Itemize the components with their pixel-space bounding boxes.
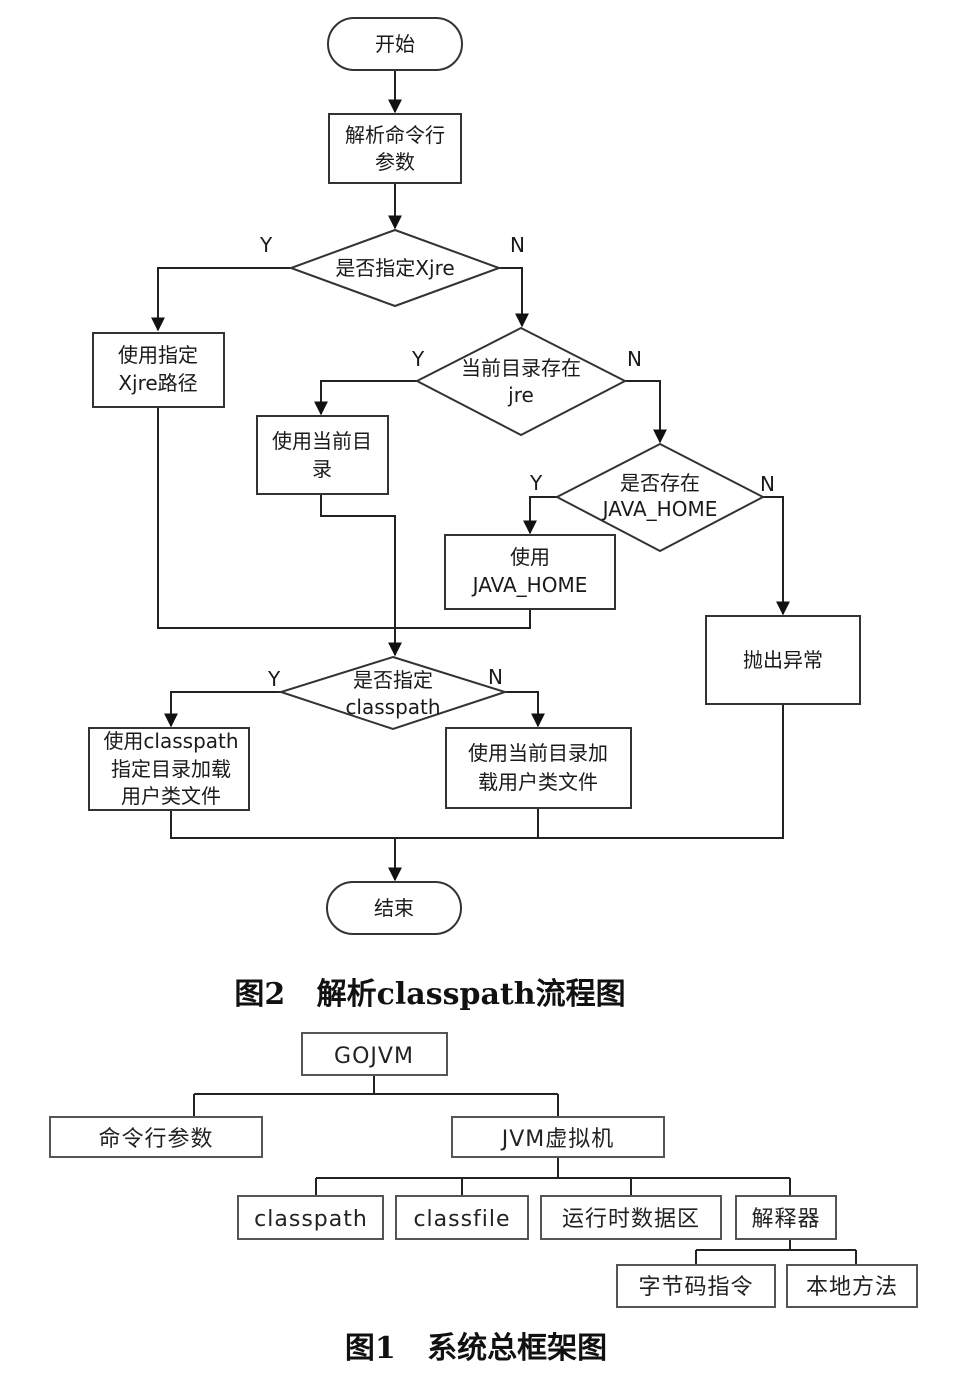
decision-java-home-line2: JAVA_HOME [601, 497, 718, 521]
parse-label-line1: 解析命令行 [345, 123, 445, 147]
use-java-home-box: 使用 JAVA_HOME [444, 534, 616, 610]
classpath-node: classpath [237, 1195, 384, 1240]
bytecode-label: 字节码指令 [638, 1275, 753, 1300]
decision-java-home-line1: 是否存在 [620, 471, 700, 495]
classpath-yes-label: Y [267, 667, 281, 691]
gojvm-label: GOJVM [334, 1044, 414, 1069]
runtime-data-node: 运行时数据区 [540, 1195, 722, 1240]
decision-classpath: 是否指定 classpath [277, 655, 509, 731]
use-xjre-box: 使用指定 Xjre路径 [92, 332, 225, 408]
native-method-node: 本地方法 [786, 1264, 918, 1308]
parse-args-box: 解析命令行 参数 [328, 113, 462, 184]
interpreter-node: 解释器 [735, 1195, 837, 1240]
use-cp-line1: 使用classpath [103, 729, 238, 753]
flowchart: 开始 解析命令行 参数 是否指定Xjre Y N 使用指定 Xjre路径 当前目… [88, 17, 861, 1012]
figure2-caption: 图2 解析classpath流程图 [234, 977, 625, 1012]
end-terminal: 结束 [326, 881, 462, 935]
line-merge-bottom [170, 704, 784, 839]
arrow-javahome-no [763, 496, 790, 616]
line-merge-left [157, 407, 531, 629]
interpreter-label: 解释器 [751, 1207, 820, 1232]
native-method-label: 本地方法 [806, 1275, 898, 1300]
arrow-curjre-yes [314, 380, 417, 416]
tree-connectors [193, 1075, 857, 1265]
use-current-line2: 录 [312, 457, 332, 481]
curjre-no-label: N [627, 347, 642, 371]
decision-classpath-line1: 是否指定 [353, 668, 433, 692]
cli-args-node: 命令行参数 [49, 1116, 263, 1158]
use-classpath-dir-box: 使用classpath 指定目录加载 用户类文件 [88, 727, 250, 811]
use-xjre-line1: 使用指定 [118, 343, 198, 367]
bytecode-node: 字节码指令 [616, 1264, 776, 1308]
jvm-label: JVM虚拟机 [500, 1127, 615, 1152]
flow-connectors [151, 70, 790, 882]
runtime-data-label: 运行时数据区 [562, 1207, 700, 1232]
end-label: 结束 [374, 896, 414, 920]
decision-current-jre-line1: 当前目录存在 [461, 356, 581, 380]
decision-xjre-label: 是否指定Xjre [335, 256, 454, 280]
arrow-merge-classpath [320, 494, 402, 657]
use-java-home-line2: JAVA_HOME [471, 573, 588, 597]
cli-args-label: 命令行参数 [98, 1127, 213, 1152]
classfile-node: classfile [395, 1195, 529, 1240]
arrow-classpath-no [505, 691, 545, 728]
curjre-yes-label: Y [411, 347, 425, 371]
decision-current-jre: 当前目录存在 jre [414, 326, 628, 437]
use-current-line1: 使用当前目 [272, 429, 372, 453]
arrow-xjre-no [499, 267, 529, 328]
use-java-home-line1: 使用 [510, 545, 550, 569]
use-current-dir-load-box: 使用当前目录加 载用户类文件 [445, 727, 632, 809]
use-cp-line3: 用户类文件 [121, 784, 221, 808]
framework-tree: GOJVM 命令行参数 JVM虚拟机 classpath classfile 运… [49, 1032, 918, 1366]
use-curdir-line1: 使用当前目录加 [468, 741, 608, 765]
throw-exception-label: 抛出异常 [743, 648, 823, 672]
start-terminal: 开始 [327, 17, 463, 71]
figure1-caption: 图1 系统总框架图 [345, 1331, 607, 1366]
classpath-node-label: classpath [254, 1207, 368, 1232]
gojvm-node: GOJVM [301, 1032, 448, 1076]
use-curdir-line2: 载用户类文件 [478, 770, 598, 794]
decision-classpath-line2: classpath [345, 695, 440, 719]
xjre-yes-label: Y [259, 233, 273, 257]
use-current-dir-box: 使用当前目 录 [256, 415, 389, 495]
jvm-node: JVM虚拟机 [451, 1116, 665, 1158]
xjre-no-label: N [510, 233, 525, 257]
parse-label-line2: 参数 [375, 150, 415, 174]
classpath-no-label: N [488, 665, 503, 689]
arrow-xjre-yes [151, 267, 291, 332]
decision-java-home: 是否存在 JAVA_HOME [554, 442, 766, 553]
javahome-yes-label: Y [529, 471, 543, 495]
classfile-node-label: classfile [413, 1207, 510, 1232]
use-xjre-line2: Xjre路径 [118, 371, 197, 395]
arrow-javahome-yes [523, 496, 557, 535]
arrow-classpath-yes [164, 691, 281, 728]
javahome-no-label: N [760, 472, 775, 496]
arrow-curjre-no [625, 380, 667, 444]
use-cp-line2: 指定目录加载 [111, 757, 231, 781]
decision-xjre: 是否指定Xjre [288, 228, 502, 308]
start-label: 开始 [375, 32, 415, 56]
throw-exception-box: 抛出异常 [705, 615, 861, 705]
decision-current-jre-line2: jre [507, 383, 534, 407]
